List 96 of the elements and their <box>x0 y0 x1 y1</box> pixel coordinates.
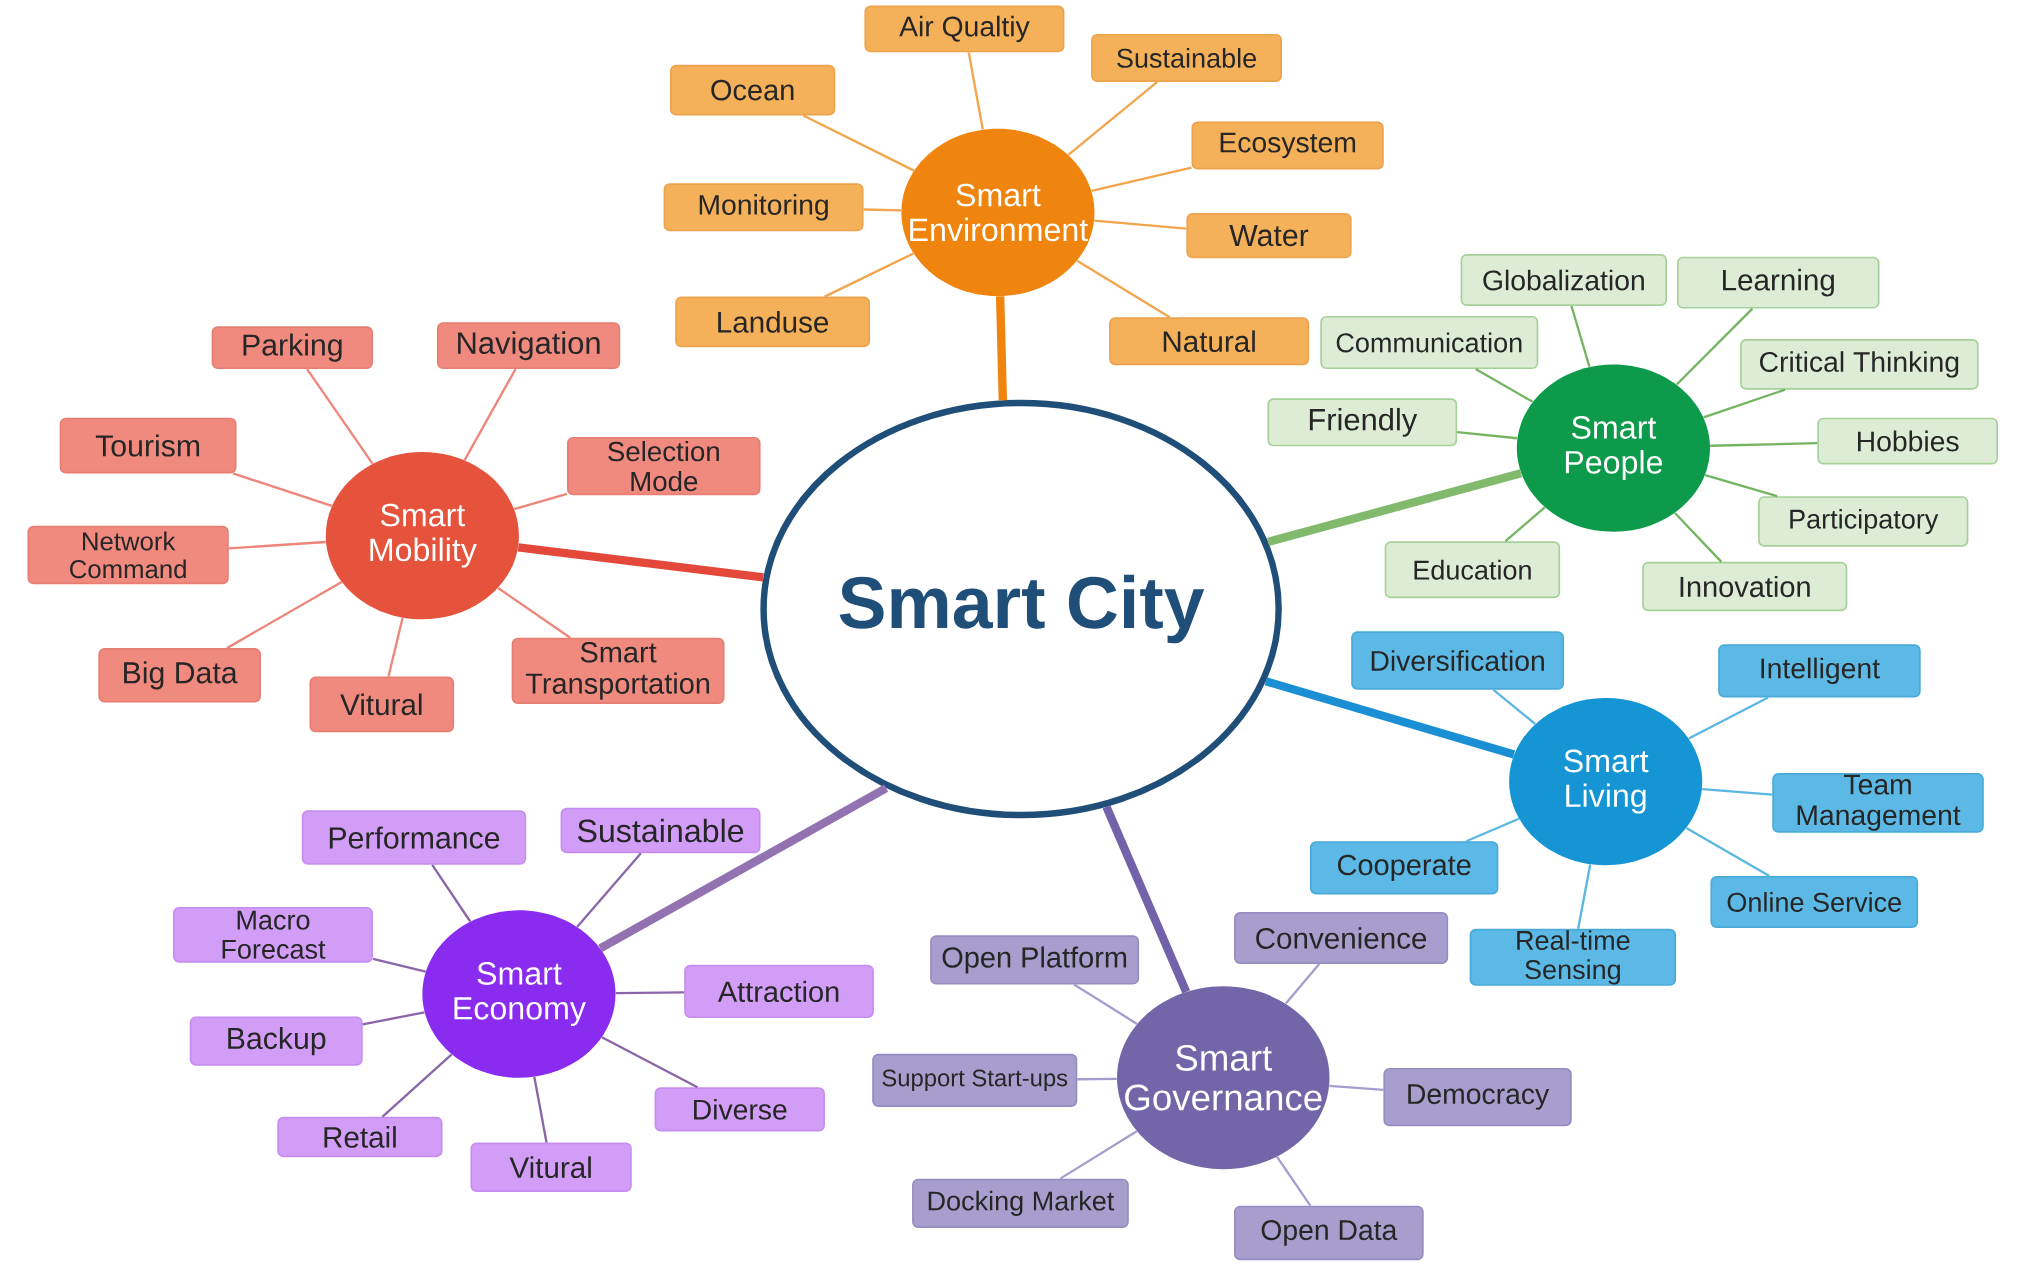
connector-line <box>1703 388 1786 419</box>
keyword-box: Team Management <box>1772 773 1984 833</box>
keyword-box: Cooperate <box>1310 841 1499 895</box>
connector-line <box>863 208 902 212</box>
connector-line <box>601 1036 698 1089</box>
keyword-box: Docking Market <box>912 1178 1129 1228</box>
keyword-box: Network Command <box>27 525 229 585</box>
keyword-box: Vitural <box>309 676 455 733</box>
connector-line <box>1685 827 1770 878</box>
keyword-box: Hobbies <box>1817 417 1998 465</box>
connector-line <box>824 252 914 298</box>
keyword-box: Smart Transportation <box>511 637 725 704</box>
keyword-box: Macro Forecast <box>173 906 373 963</box>
connector-line <box>513 492 568 511</box>
keyword-box: Innovation <box>1642 561 1848 612</box>
keyword-box: Education <box>1384 541 1561 599</box>
connector-line <box>381 1053 453 1118</box>
branch-line <box>1264 677 1516 759</box>
connector-line <box>1704 473 1778 498</box>
branch-line <box>1266 469 1523 546</box>
branch-line <box>598 784 889 953</box>
keyword-box: Ocean <box>670 64 836 116</box>
connector-line <box>497 587 571 639</box>
connector-line <box>372 957 426 973</box>
connector-line <box>967 52 984 130</box>
connector-line <box>1073 983 1138 1025</box>
keyword-box: Communication <box>1320 315 1539 370</box>
keyword-box: Backup <box>189 1016 363 1066</box>
connector-line <box>1094 219 1187 230</box>
connector-line <box>1475 368 1534 403</box>
keyword-box: Globalization <box>1460 254 1668 306</box>
connector-line <box>1059 1130 1138 1180</box>
connector-line <box>1465 817 1520 843</box>
connector-line <box>232 472 333 507</box>
keyword-box: Intelligent <box>1718 644 1921 698</box>
connector-line <box>802 114 915 172</box>
keyword-box: Support Start-ups <box>872 1053 1078 1107</box>
keyword-box: Online Service <box>1710 876 1919 928</box>
keyword-box: Monitoring <box>663 183 864 232</box>
keyword-box: Vitural <box>470 1142 632 1192</box>
connector-line <box>1284 963 1321 1005</box>
branch-line <box>517 543 764 582</box>
connector-line <box>1504 506 1546 543</box>
keyword-box: Diverse <box>654 1087 825 1132</box>
connector-line <box>362 1011 425 1026</box>
connector-line <box>1077 1077 1117 1081</box>
connector-line <box>228 540 326 550</box>
connector-line <box>431 864 472 923</box>
connector-line <box>1577 864 1592 930</box>
connector-line <box>1674 512 1723 563</box>
connector-line <box>1457 430 1518 440</box>
connector-line <box>1702 787 1773 796</box>
keyword-box: Friendly <box>1267 398 1458 447</box>
keyword-box: Tourism <box>59 417 237 474</box>
connector-line <box>576 852 642 928</box>
keyword-box: Selection Mode <box>567 436 761 496</box>
keyword-box: Diversification <box>1351 631 1565 690</box>
connector-line <box>1675 307 1754 386</box>
keyword-box: Water <box>1186 212 1352 259</box>
connector-line <box>615 991 685 995</box>
keyword-box: Democracy <box>1383 1067 1572 1127</box>
connector-line <box>463 368 517 461</box>
connector-line <box>1076 259 1171 319</box>
connector-line <box>1091 166 1192 192</box>
keyword-box: Navigation <box>436 322 621 370</box>
keyword-box: Sustainable <box>560 807 761 854</box>
keyword-box: Landuse <box>675 296 870 348</box>
connector-line <box>1688 696 1769 740</box>
keyword-box: Real-time Sensing <box>1469 928 1677 986</box>
branch-line <box>995 296 1008 401</box>
connector-line <box>1067 81 1158 156</box>
branch-line <box>1102 805 1191 994</box>
connector-line <box>1570 305 1591 368</box>
keyword-box: Retail <box>277 1116 443 1158</box>
connector-line <box>226 581 343 650</box>
connector-line <box>387 617 404 677</box>
keyword-box: Participatory <box>1758 496 1969 547</box>
keyword-box: Convenience <box>1234 912 1449 964</box>
keyword-box: Attraction <box>684 964 874 1019</box>
connector-line <box>306 368 374 465</box>
keyword-box: Parking <box>211 326 373 370</box>
keyword-box: Open Platform <box>930 935 1140 985</box>
connector-line <box>533 1076 548 1143</box>
keyword-box: Air Qualtiy <box>864 5 1065 53</box>
keyword-box: Learning <box>1676 256 1880 309</box>
keyword-box: Big Data <box>98 648 261 703</box>
keyword-box: Open Data <box>1234 1205 1424 1261</box>
connector-line <box>1329 1084 1384 1092</box>
keyword-box: Performance <box>301 810 527 865</box>
connector-line <box>1710 442 1818 447</box>
keyword-box: Critical Thinking <box>1740 339 1979 390</box>
keyword-box: Ecosystem <box>1191 121 1384 170</box>
keyword-box: Sustainable <box>1091 33 1283 82</box>
connector-line <box>1276 1156 1312 1207</box>
connector-line <box>1492 688 1536 725</box>
keyword-box: Natural <box>1109 317 1310 366</box>
